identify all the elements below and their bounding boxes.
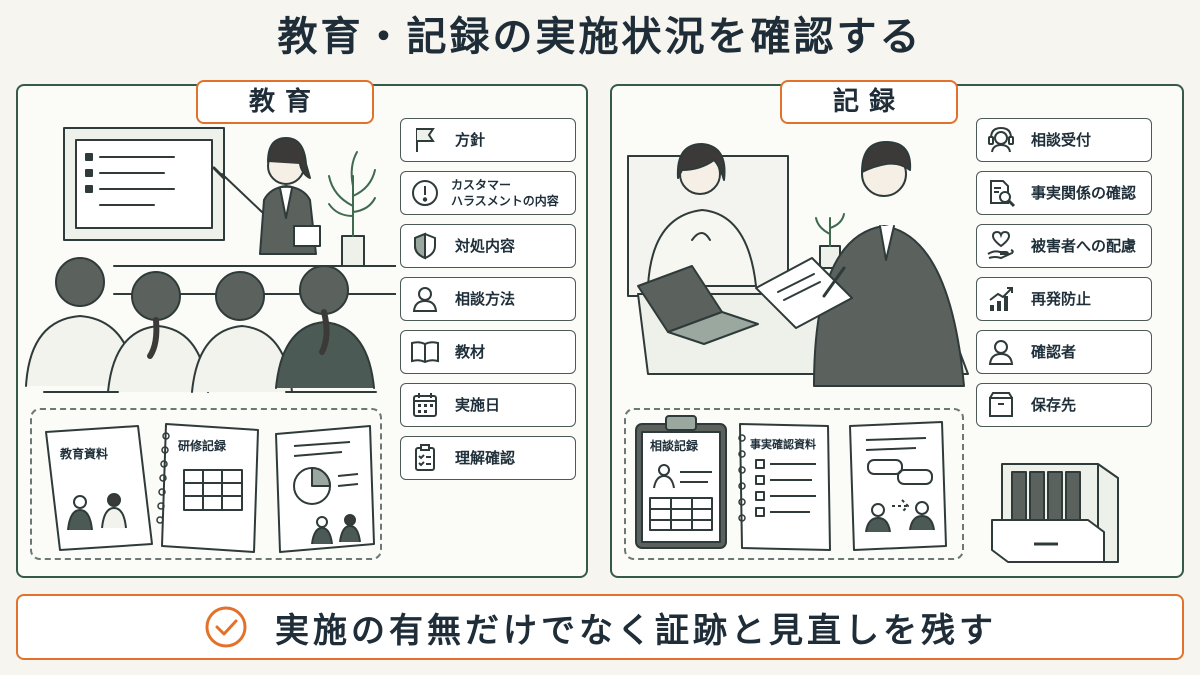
records-panel: 記録 [610,80,1184,578]
education-item-label: 理解確認 [455,449,516,467]
summary-message: 実施の有無だけでなく証跡と見直しを残す [275,610,997,651]
education-item-list: 方針 カスタマー ハラスメントの内容 対処内容 相談方法 教材 実施日 理解確認 [400,118,576,489]
summary-banner: 実施の有無だけでなく証跡と見直しを残す [16,594,1184,660]
education-item-label: 教材 [455,343,486,361]
education-documents-illustration: 教育資料 研修記録 [45,423,375,553]
records-document-title: 相談記録 [650,438,699,453]
education-document-title: 教育資料 [59,446,108,461]
education-item-consult-method: 相談方法 [400,277,576,321]
check-circle-icon [205,606,247,648]
records-documents-area: 相談記録 事実確認資料 [624,408,964,560]
heart-hand-icon [987,230,1014,260]
page-title: 教育・記録の実施状況を確認する [277,14,923,60]
records-item-list: 相談受付 事実関係の確認 被害者への配慮 再発防止 確認者 保存先 [976,118,1152,436]
education-item-understanding-check: 理解確認 [400,436,576,480]
records-item-intake: 相談受付 [976,118,1152,162]
education-item-materials: 教材 [400,330,576,374]
education-item-label: 実施日 [455,396,501,414]
growth-chart-icon [989,287,1013,311]
education-item-date: 実施日 [400,383,576,427]
education-document-title: 研修記録 [178,438,227,453]
records-document-title: 事実確認資料 [750,437,816,451]
exclamation-icon [412,180,438,206]
person-icon [412,287,438,312]
education-item-policy: 方針 [400,118,576,162]
records-item-storage: 保存先 [976,383,1152,427]
records-documents-illustration: 相談記録 事実確認資料 [635,415,947,551]
checklist-icon [415,444,435,471]
training-classroom-illustration [25,127,396,393]
consultation-meeting-illustration [627,141,969,387]
records-item-label: 保存先 [1031,396,1077,414]
file-cabinet-illustration [991,463,1119,563]
records-item-confirmer: 確認者 [976,330,1152,374]
document-search-icon [990,180,1016,208]
records-item-prevention: 再発防止 [976,277,1152,321]
records-item-fact-check: 事実関係の確認 [976,171,1152,215]
education-panel: 教育 [16,80,588,578]
records-item-label: 事実関係の確認 [1031,184,1137,202]
archive-box-icon [989,392,1013,417]
education-item-label: 方針 [455,131,486,149]
education-item-label: カスタマー ハラスメントの内容 [451,178,559,208]
education-documents-area: 教育資料 研修記録 [30,408,382,560]
flag-icon [416,128,435,152]
person-icon [988,340,1014,365]
headset-icon [988,126,1014,153]
records-item-label: 確認者 [1031,343,1077,361]
records-item-label: 相談受付 [1031,131,1092,149]
education-item-label: 対処内容 [455,237,516,255]
records-panel-label: 記録 [780,80,958,124]
book-icon [411,341,439,364]
education-panel-label: 教育 [196,80,374,124]
shield-icon [414,232,436,260]
education-item-response: 対処内容 [400,224,576,268]
records-item-victim-care: 被害者への配慮 [976,224,1152,268]
education-item-harassment-content: カスタマー ハラスメントの内容 [400,171,576,215]
education-item-label: 相談方法 [455,290,516,308]
records-item-label: 再発防止 [1031,290,1092,308]
calendar-icon [413,393,437,417]
records-item-label: 被害者への配慮 [1031,237,1137,255]
